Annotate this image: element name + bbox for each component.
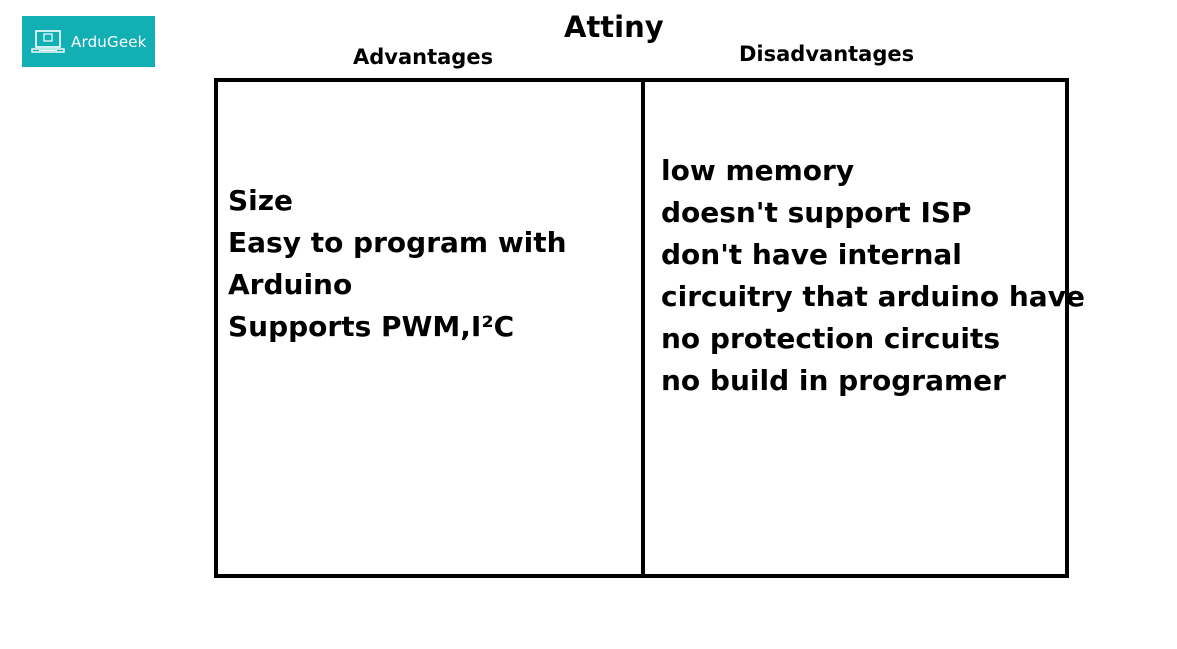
list-item: circuitry that arduino have <box>661 280 1085 313</box>
list-item: no protection circuits <box>661 322 1001 355</box>
laptop-icon <box>31 29 65 53</box>
list-item: Supports PWM,I²C <box>228 310 515 343</box>
disadvantages-list: low memory doesn't support ISP don't hav… <box>661 150 1085 402</box>
list-item: low memory <box>661 154 855 187</box>
list-item: don't have internal <box>661 238 962 271</box>
disadvantages-header: Disadvantages <box>739 42 915 66</box>
arduGeek-logo: ArduGeek <box>22 16 155 67</box>
list-item: no build in programer <box>661 364 1006 397</box>
advantages-list: Size Easy to program with Arduino Suppor… <box>228 180 567 348</box>
advantages-header: Advantages <box>353 45 494 69</box>
list-item: Easy to program with <box>228 226 567 259</box>
column-divider <box>641 78 645 578</box>
page-title: Attiny <box>564 10 664 44</box>
list-item: doesn't support ISP <box>661 196 972 229</box>
list-item: Arduino <box>228 268 353 301</box>
list-item: Size <box>228 184 294 217</box>
logo-text: ArduGeek <box>71 32 147 51</box>
